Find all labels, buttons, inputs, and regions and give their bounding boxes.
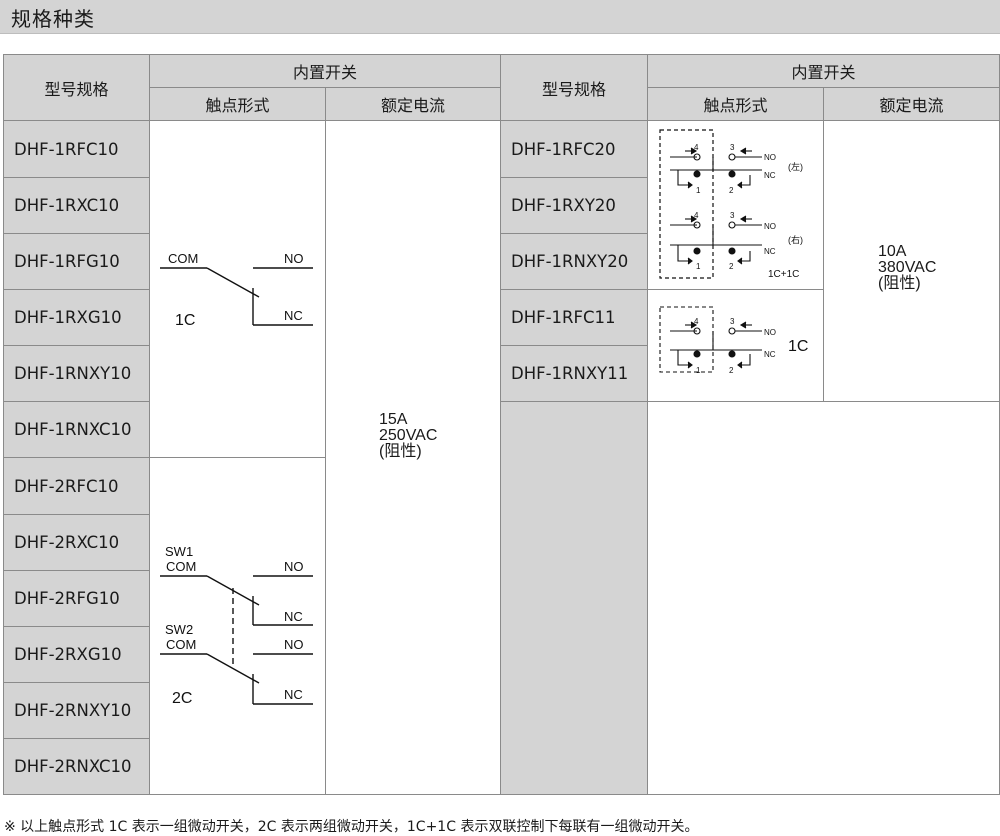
model-cell: DHF-2RNXY10 xyxy=(3,682,150,739)
model-cell: DHF-2RFG10 xyxy=(3,570,150,627)
contact-cell-1c xyxy=(149,120,326,458)
header-contact-right: 触点形式 xyxy=(647,87,824,121)
empty-model-area xyxy=(500,401,648,795)
model-cell: DHF-1RXC10 xyxy=(3,177,150,234)
header-switch-right: 内置开关 xyxy=(647,54,1000,88)
section-title: 规格种类 xyxy=(11,7,95,31)
footnote: ※ 以上触点形式 1C 表示一组微动开关，2C 表示两组微动开关，1C+1C 表… xyxy=(4,819,699,835)
contact-cell-1c-small xyxy=(647,289,824,402)
header-rating-left: 额定电流 xyxy=(325,87,501,121)
rating-right: 10A 380VAC (阻性) xyxy=(878,243,937,292)
model-cell: DHF-2RFC10 xyxy=(3,457,150,515)
model-cell: DHF-1RXG10 xyxy=(3,289,150,346)
model-cell: DHF-1RNXC10 xyxy=(3,401,150,458)
section-title-bar: 规格种类 xyxy=(0,0,1000,34)
contact-cell-2c xyxy=(149,457,326,795)
model-cell: DHF-1RFG10 xyxy=(3,233,150,290)
model-cell: DHF-1RNXY11 xyxy=(500,345,648,402)
model-cell: DHF-1RNXY20 xyxy=(500,233,648,290)
model-cell: DHF-1RFC20 xyxy=(500,120,648,178)
header-contact-left: 触点形式 xyxy=(149,87,326,121)
rating-cell-left xyxy=(325,120,501,795)
model-cell: DHF-1RFC11 xyxy=(500,289,648,346)
header-switch-left: 内置开关 xyxy=(149,54,501,88)
model-cell: DHF-2RXG10 xyxy=(3,626,150,683)
rating-left: 15A 250VAC (阻性) xyxy=(379,411,438,460)
header-model-left: 型号规格 xyxy=(3,54,150,121)
empty-right-area xyxy=(647,401,1000,795)
model-cell: DHF-1RFC10 xyxy=(3,120,150,178)
contact-cell-1c1c xyxy=(647,120,824,290)
header-rating-right: 额定电流 xyxy=(823,87,1000,121)
model-cell: DHF-1RNXY10 xyxy=(3,345,150,402)
rating-cell-right xyxy=(823,120,1000,402)
model-cell: DHF-2RXC10 xyxy=(3,514,150,571)
header-model-right: 型号规格 xyxy=(500,54,648,121)
model-cell: DHF-1RXY20 xyxy=(500,177,648,234)
model-cell: DHF-2RNXC10 xyxy=(3,738,150,795)
